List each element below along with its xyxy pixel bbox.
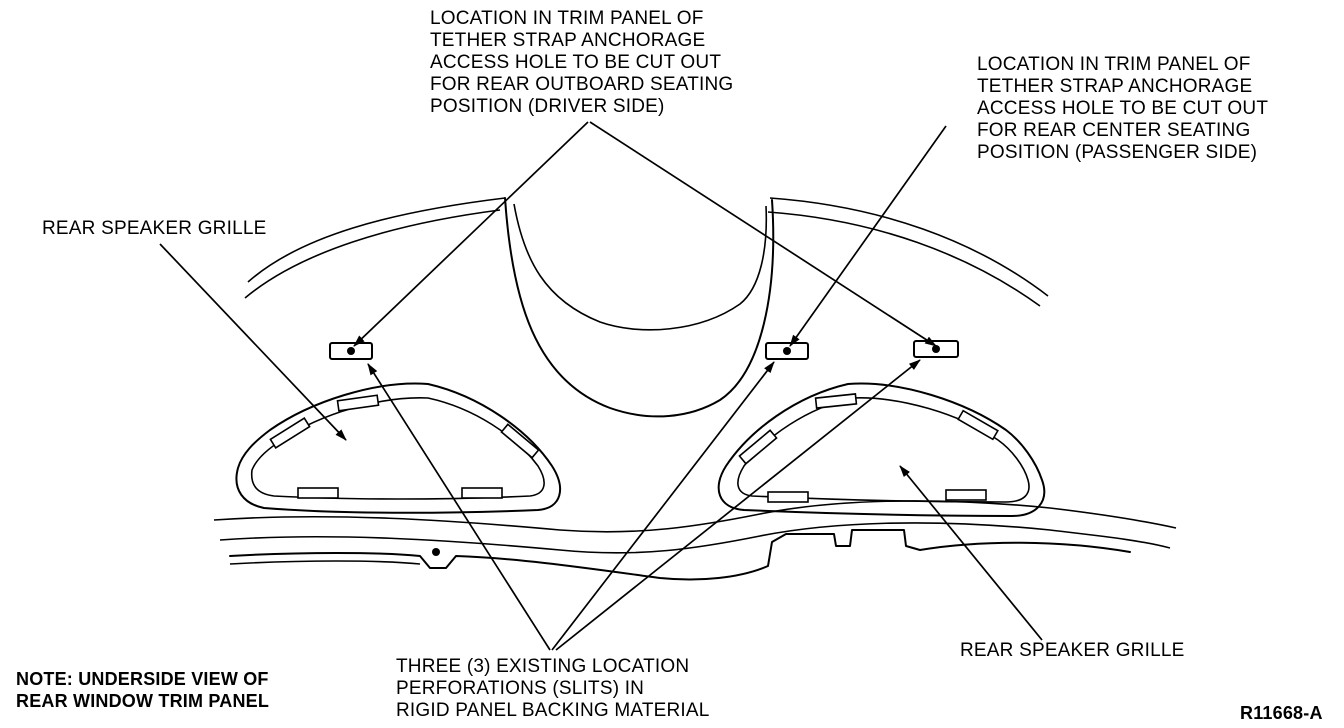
callout-line: FOR REAR OUTBOARD SEATING (430, 74, 734, 95)
callout-line: RIGID PANEL BACKING MATERIAL (396, 700, 710, 721)
left-speaker-grille-label: REAR SPEAKER GRILLE (42, 218, 267, 239)
left-grille-inner (250, 397, 545, 500)
callout-line: POSITION (PASSENGER SIDE) (977, 142, 1258, 163)
leader-grille-left (159, 243, 347, 441)
callout-line: TETHER STRAP ANCHORAGE (977, 76, 1253, 97)
perforation-slits (329, 340, 959, 360)
underside-view-note: NOTE: UNDERSIDE VIEW OF REAR WINDOW TRIM… (16, 668, 269, 712)
callout-line: POSITION (DRIVER SIDE) (430, 96, 665, 117)
callout-line: LOCATION IN TRIM PANEL OF (430, 8, 704, 29)
leader-perf-center (551, 361, 775, 651)
leader-passenger (789, 125, 947, 347)
leader-driver-right (589, 121, 937, 347)
leader-perf-left (367, 363, 551, 651)
window-edge-inner (244, 209, 501, 299)
rear-window-trim-panel (213, 197, 1177, 581)
driver-side-anchorage-callout: LOCATION IN TRIM PANEL OF TETHER STRAP A… (430, 8, 733, 118)
callout-line: ACCESS HOLE TO BE CUT OUT (977, 98, 1269, 119)
lower-edge-1 (213, 500, 1177, 533)
leader-lines (159, 121, 1043, 651)
callout-line: LOCATION IN TRIM PANEL OF (977, 54, 1251, 75)
note-line: REAR WINDOW TRIM PANEL (16, 691, 270, 711)
callout-line: ACCESS HOLE TO BE CUT OUT (430, 52, 722, 73)
center-cutout-inner (513, 203, 768, 331)
leader-driver-left (353, 121, 589, 347)
callout-line: PERFORATIONS (SLITS) IN (396, 678, 645, 699)
passenger-side-anchorage-callout: LOCATION IN TRIM PANEL OF TETHER STRAP A… (977, 54, 1268, 164)
note-line: NOTE: UNDERSIDE VIEW OF (16, 669, 269, 689)
window-edge-outer (247, 197, 506, 283)
lower-edge-2 (219, 522, 1171, 554)
leader-grille-right (899, 465, 1043, 641)
figure-id: R11668-A (1240, 703, 1323, 723)
left-grille-outer (235, 382, 561, 514)
right-speaker-grille-label: REAR SPEAKER GRILLE (960, 640, 1185, 661)
perforations-callout: THREE (3) EXISTING LOCATION PERFORATIONS… (396, 656, 710, 722)
center-cutout-outer (504, 197, 775, 418)
leader-perf-right (555, 359, 921, 651)
callout-line: THREE (3) EXISTING LOCATION (396, 656, 690, 677)
window-edge-outer-right (769, 197, 1049, 297)
callout-line: FOR REAR CENTER SEATING (977, 120, 1251, 141)
right-grille-outer (717, 382, 1046, 517)
callout-line: TETHER STRAP ANCHORAGE (430, 30, 706, 51)
window-edge-inner-right (767, 211, 1041, 307)
